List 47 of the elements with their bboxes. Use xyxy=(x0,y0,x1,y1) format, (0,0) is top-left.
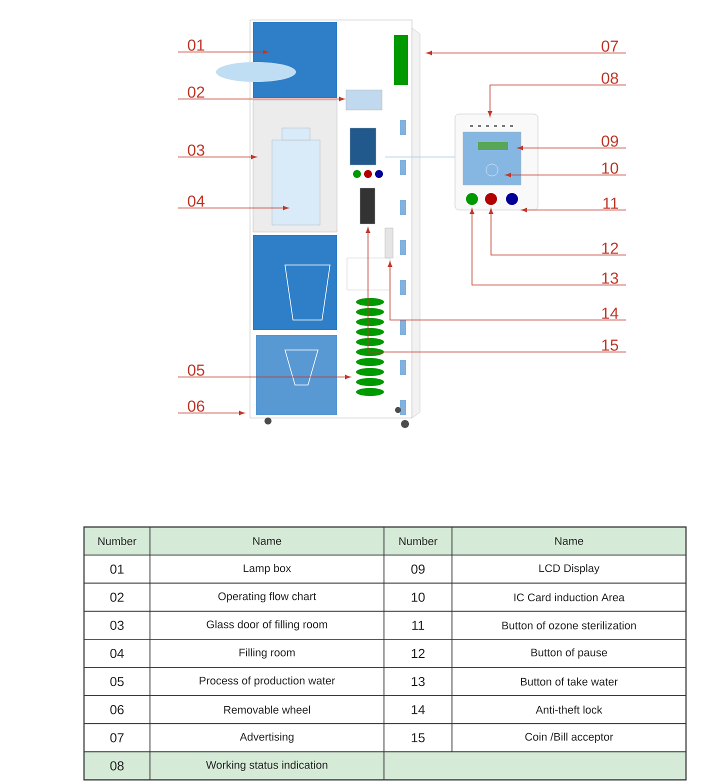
table-cell: 11 xyxy=(384,610,452,640)
callout-number: 07 xyxy=(602,40,618,52)
callout-number: 11 xyxy=(603,198,618,209)
leader-line xyxy=(178,410,245,416)
table-cell: 10 xyxy=(384,582,452,612)
leader-line xyxy=(505,172,626,178)
leader-line xyxy=(488,84,626,117)
callout-number: 14 xyxy=(602,308,618,319)
table-cell: 14 xyxy=(384,695,452,724)
table-cell: 09 xyxy=(384,554,452,584)
table-cell: 08 xyxy=(84,751,150,780)
callout-number: 01 xyxy=(188,39,204,51)
leader-line xyxy=(178,374,351,380)
callout-number: 09 xyxy=(602,135,618,147)
leader-line xyxy=(178,206,289,210)
leader-line xyxy=(488,208,626,256)
table-cell: 13 xyxy=(384,667,452,696)
callout-number: 02 xyxy=(188,86,204,98)
table-cell: 07 xyxy=(84,723,150,752)
table-cell: 02 xyxy=(84,582,150,612)
table-cell: 05 xyxy=(84,667,150,696)
table-cell: 03 xyxy=(84,610,150,640)
table-cell: 15 xyxy=(384,723,452,752)
callout-number: 05 xyxy=(188,364,204,376)
leader-line xyxy=(470,208,626,286)
table-cell: 04 xyxy=(84,639,150,668)
callout-number: 15 xyxy=(602,340,618,351)
leader-line xyxy=(521,208,626,212)
leader-line xyxy=(178,96,345,102)
table-cell: 06 xyxy=(84,695,150,724)
leader-line xyxy=(178,50,269,54)
leader-line xyxy=(426,50,626,56)
callout-number: 04 xyxy=(188,195,205,207)
callout-number: 06 xyxy=(188,400,204,412)
table-cell: 12 xyxy=(384,639,452,668)
table-header: Number xyxy=(384,526,452,556)
callout-number: 12 xyxy=(602,242,618,254)
table-header: Number xyxy=(84,526,150,556)
callout-number: 13 xyxy=(602,272,618,284)
leader-line xyxy=(366,227,626,352)
callout-number: 08 xyxy=(602,72,618,84)
leader-line xyxy=(388,261,626,320)
table-cell: 01 xyxy=(84,554,150,584)
callout-number: 10 xyxy=(602,162,618,174)
callout-number: 03 xyxy=(188,144,204,156)
leader-line xyxy=(517,146,626,150)
leader-line xyxy=(178,154,257,160)
